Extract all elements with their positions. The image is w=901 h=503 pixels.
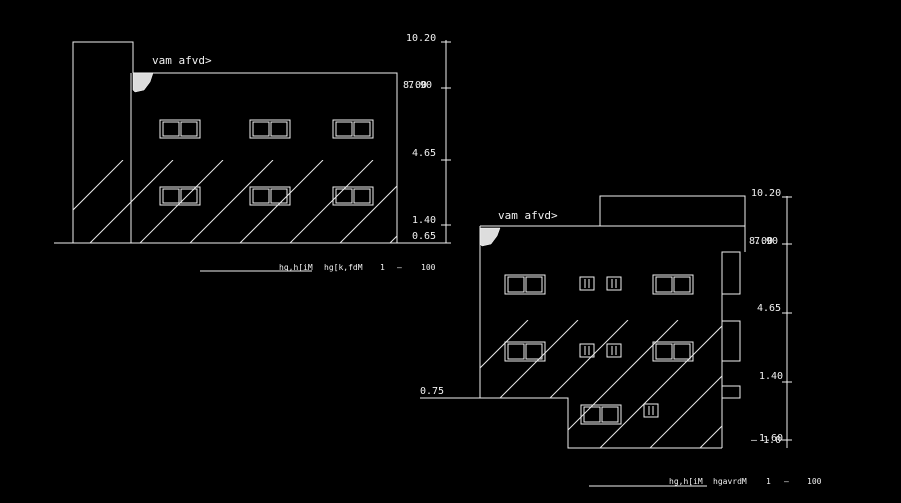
window-small	[643, 403, 659, 418]
window-small	[606, 276, 622, 291]
main-block-outline	[480, 225, 746, 252]
level-label: 10.20	[751, 188, 781, 199]
roof-fill	[479, 227, 501, 247]
elevation-left: vam afvd> 10.20 8.00 7.90 4.65 1.40 0.65…	[54, 33, 451, 272]
scale-dash: –	[784, 477, 789, 486]
scale-left: 1	[380, 263, 385, 272]
window	[504, 274, 546, 295]
level-label: 0.65	[412, 231, 436, 242]
level-label: – 1.0	[751, 435, 781, 446]
window-small	[606, 343, 622, 358]
tower-outline	[599, 195, 746, 226]
scale-left: 1	[766, 477, 771, 486]
level-label: 8.00	[403, 80, 427, 91]
roof-note: vam afvd>	[152, 54, 212, 67]
window	[159, 186, 201, 206]
hatch-pattern	[73, 160, 397, 243]
level-label: 7.90	[408, 80, 432, 91]
tower-outline	[72, 41, 134, 243]
level-label: 4.65	[757, 303, 781, 314]
elevation-right: vam afvd> 0.75 10.20 8.00 7.90 4.65 1.40…	[420, 188, 822, 487]
level-label: 7.90	[754, 236, 778, 247]
balcony	[721, 320, 741, 362]
level-label: 10.20	[406, 33, 436, 44]
level-ticks	[782, 196, 792, 441]
level-label: 1.40	[759, 371, 783, 382]
scale-right: 100	[807, 477, 822, 486]
level-label: 8.00	[749, 236, 773, 247]
scale-dash: –	[397, 263, 402, 272]
hatch-pattern	[480, 320, 740, 448]
window	[652, 274, 694, 295]
level-label: 1.60	[759, 433, 783, 444]
window	[159, 119, 201, 139]
side-level-label: 0.75	[420, 386, 444, 397]
caption-title: hg,h[iM	[669, 477, 703, 486]
level-label: 4.65	[412, 148, 436, 159]
roof-fill	[132, 72, 154, 93]
caption-subtitle: hgavrdM	[713, 477, 747, 486]
caption-title: hg,h[iM	[279, 263, 313, 272]
window	[652, 341, 694, 362]
balcony	[721, 251, 741, 295]
window-small	[579, 276, 595, 291]
window	[504, 341, 546, 362]
level-ticks	[441, 41, 451, 244]
scale-right: 100	[421, 263, 436, 272]
window	[332, 186, 374, 206]
window-small	[579, 343, 595, 358]
window	[249, 186, 291, 206]
caption-subtitle: hg[k,fdM	[324, 263, 363, 272]
level-label: 1.40	[412, 215, 436, 226]
window	[249, 119, 291, 139]
window	[332, 119, 374, 139]
roof-note: vam afvd>	[498, 209, 558, 222]
window	[580, 404, 622, 425]
